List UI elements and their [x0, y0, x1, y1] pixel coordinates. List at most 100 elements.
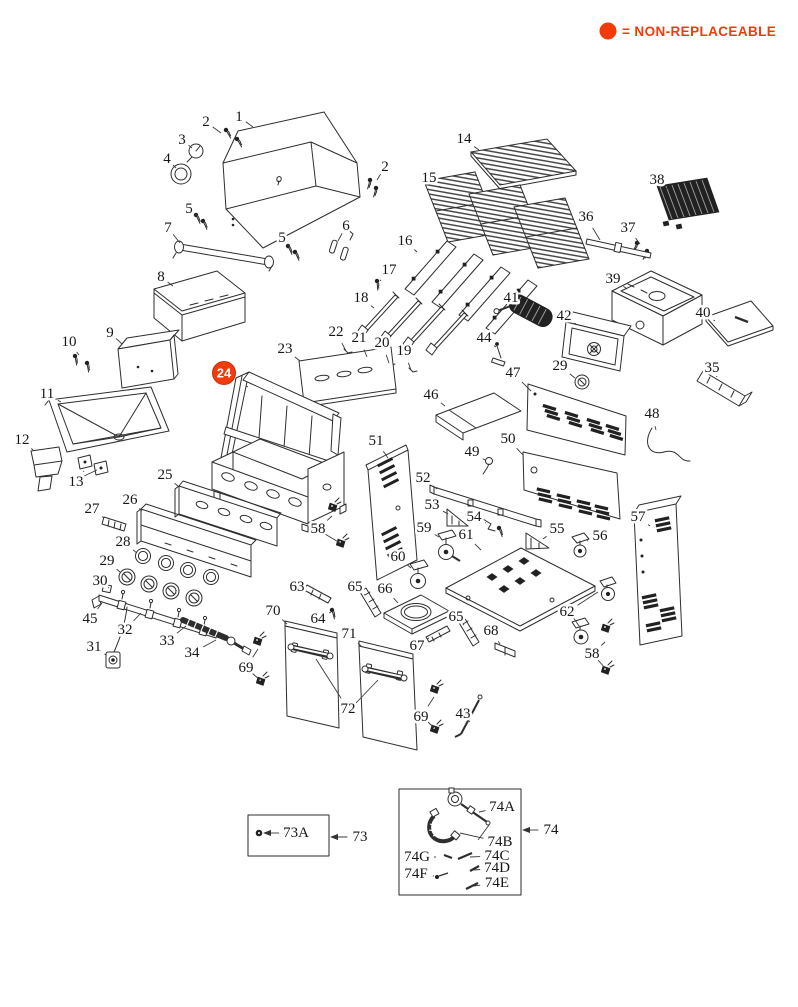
part-label-45: 45 — [83, 611, 98, 627]
part-label-31: 31 — [87, 639, 102, 655]
leader-line-12 — [31, 448, 34, 451]
leader-line-7 — [172, 234, 181, 244]
rear-heat-panel — [298, 346, 397, 408]
leader-line-49 — [482, 458, 486, 461]
part-label-30: 30 — [93, 573, 108, 589]
side-burner-element — [493, 294, 553, 327]
kit-box-73 — [247, 814, 330, 857]
right-cart-panel — [633, 495, 683, 646]
door-rod — [454, 694, 483, 738]
part-label-17: 17 — [382, 262, 398, 278]
drip-pan — [44, 386, 170, 453]
leader-line-52 — [432, 485, 438, 490]
leader-line-55 — [542, 535, 547, 540]
leader-line-67 — [427, 637, 430, 640]
non-replaceable-dot-icon — [599, 22, 617, 40]
part-label-13: 13 — [69, 474, 84, 490]
part-label-38: 38 — [650, 172, 665, 188]
control-panel — [136, 503, 257, 578]
part-label-58: 58 — [311, 521, 326, 537]
leader-line-74E — [473, 884, 481, 887]
leader-line-8 — [167, 281, 174, 287]
leader-line-5 — [287, 243, 291, 248]
knob-bezels — [135, 548, 219, 585]
part-label-74D: 74D — [484, 860, 510, 876]
handle-standoffs — [328, 239, 349, 261]
leader-line-72 — [315, 658, 342, 699]
leader-line-17 — [379, 279, 382, 282]
part-label-26: 26 — [123, 492, 139, 508]
part-label-16: 16 — [398, 233, 414, 249]
part-label-54: 54 — [467, 509, 483, 525]
part-label-1: 1 — [235, 109, 243, 125]
leader-line-62 — [577, 591, 599, 606]
left-door — [284, 620, 340, 729]
part-label-7: 7 — [164, 220, 172, 236]
leader-line-69 — [427, 696, 435, 707]
part-label-34: 34 — [185, 645, 201, 661]
part-label-21: 21 — [352, 330, 367, 346]
mounting-clips — [77, 454, 109, 478]
part-label-57: 57 — [631, 509, 647, 525]
part-label-64: 64 — [311, 611, 327, 627]
part-label-32: 32 — [118, 622, 133, 638]
leader-line-25 — [174, 482, 180, 488]
control-knobs — [118, 568, 203, 607]
part-label-25: 25 — [158, 467, 173, 483]
leader-line-43 — [468, 720, 471, 723]
leader-line-28 — [132, 549, 138, 554]
igniter-electrode — [491, 342, 506, 367]
part-label-56: 56 — [593, 528, 609, 544]
part-label-33: 33 — [160, 633, 175, 649]
leader-line-3 — [188, 144, 193, 149]
gas-hose — [647, 427, 691, 462]
caster-pair — [571, 576, 617, 645]
part-label-40: 40 — [696, 305, 711, 321]
leader-line-50 — [516, 447, 524, 456]
thermometer-bezel — [170, 163, 192, 185]
leader-line-64 — [328, 611, 332, 614]
part-label-15: 15 — [422, 170, 437, 186]
leader-line-35 — [716, 375, 718, 378]
thermometer — [186, 143, 204, 163]
part-label-14: 14 — [457, 131, 473, 147]
side-burner-box — [611, 270, 703, 346]
cooking-grates — [423, 171, 590, 269]
hinge-pair-mid — [427, 679, 444, 734]
manifold-pipe — [91, 589, 217, 639]
burner-tubes — [356, 291, 469, 356]
leader-line-58 — [326, 515, 333, 521]
leader-line-70 — [281, 619, 288, 625]
part-label-62: 62 — [560, 604, 575, 620]
igniter-wire — [113, 606, 128, 653]
side-burner-knob — [574, 374, 590, 390]
kit-box-74 — [398, 787, 522, 896]
leader-line-59 — [434, 534, 440, 538]
label-leader-lines — [31, 121, 718, 887]
part-label-74B: 74B — [487, 834, 512, 850]
leader-line-33 — [176, 625, 187, 634]
leader-line-61 — [474, 543, 482, 551]
small-bracket — [482, 518, 496, 532]
bottom-shelf — [445, 547, 596, 632]
part-label-47: 47 — [506, 365, 522, 381]
leader-line-1 — [245, 121, 254, 128]
part-label-27: 27 — [85, 501, 101, 517]
caster-locking — [437, 529, 461, 562]
part-label-74E: 74E — [485, 875, 509, 891]
leader-line-2 — [376, 173, 381, 181]
leader-line-66 — [393, 597, 399, 604]
part-label-20: 20 — [375, 335, 390, 351]
leader-line-31 — [104, 653, 107, 656]
leader-line-69 — [252, 648, 259, 658]
corner-bracket-left — [446, 508, 469, 527]
part-label-42: 42 — [557, 308, 572, 324]
leader-line-47 — [521, 381, 532, 392]
part-label-73: 73 — [353, 829, 368, 845]
regulator-74A — [447, 787, 491, 826]
highlighted-part-badge[interactable]: 24 — [212, 361, 236, 385]
part-label-63: 63 — [290, 579, 305, 595]
leader-line-63 — [308, 591, 311, 594]
part-label-68: 68 — [484, 623, 499, 639]
